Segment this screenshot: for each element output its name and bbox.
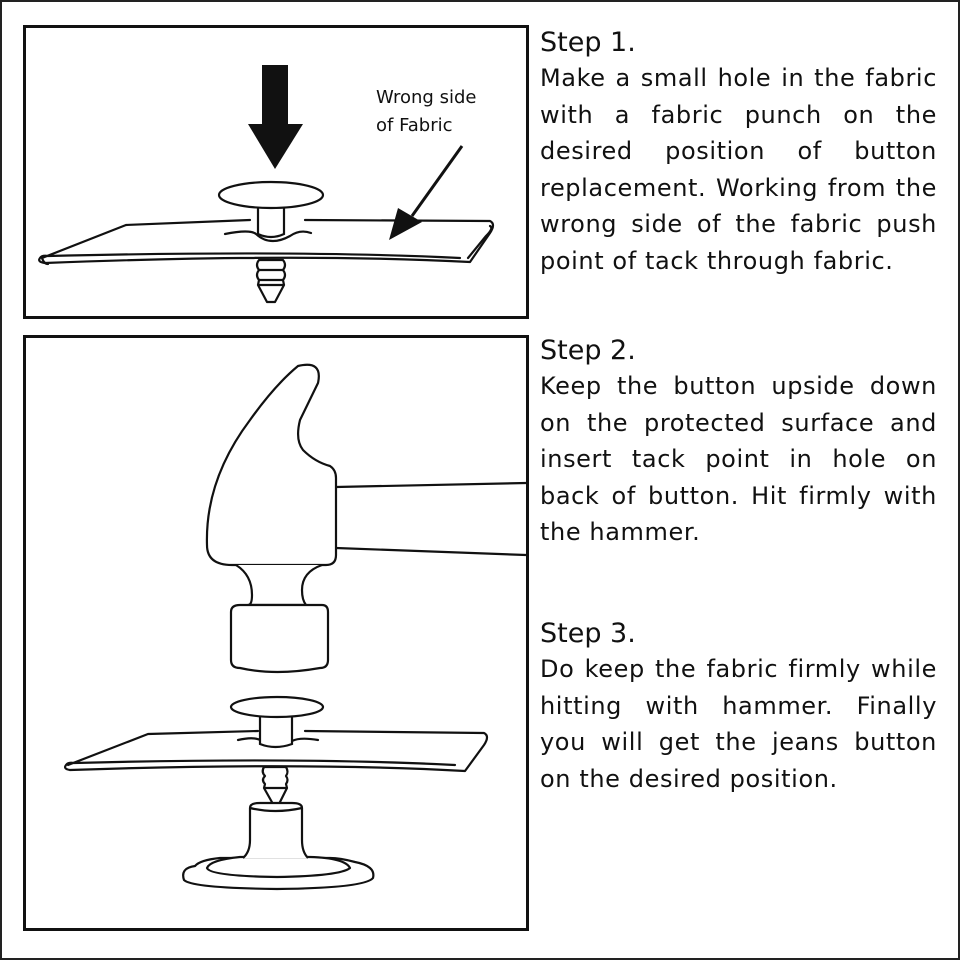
step-1-body: Make a small hole in the fabric with a f… bbox=[540, 64, 937, 275]
tack-through-fabric-illustration bbox=[38, 65, 495, 304]
hammer-handle-icon bbox=[335, 481, 526, 557]
callout-label-line1: Wrong side bbox=[376, 87, 477, 108]
tack-point-icon bbox=[261, 765, 289, 806]
button-head-icon bbox=[229, 695, 325, 749]
step-3-title: Step 3. bbox=[540, 618, 636, 649]
button-base-anvil-icon bbox=[182, 801, 375, 891]
step-2-title: Step 2. bbox=[540, 335, 636, 366]
step-1-section: Step 1. Make a small hole in the fabric … bbox=[540, 26, 937, 279]
step-3-section: Step 3. Do keep the fabric firmly while … bbox=[540, 617, 937, 797]
hammer-head-icon bbox=[205, 363, 338, 674]
step1-illustration-panel: Wrong side of Fabric bbox=[23, 25, 529, 319]
step-2-body: Keep the button upside down on the prote… bbox=[540, 372, 937, 546]
hammer-setting-illustration bbox=[64, 363, 526, 891]
fabric-sheet-icon bbox=[38, 218, 495, 266]
callout-label-line2: of Fabric bbox=[376, 115, 453, 136]
tack-point-icon bbox=[255, 258, 287, 304]
step-3-body: Do keep the fabric firmly while hitting … bbox=[540, 655, 937, 793]
down-arrow-icon bbox=[248, 65, 303, 169]
step-2-section: Step 2. Keep the button upside down on t… bbox=[540, 334, 937, 551]
tack-head-icon bbox=[217, 180, 325, 239]
step2-3-illustration-panel bbox=[23, 335, 529, 931]
step-1-title: Step 1. bbox=[540, 27, 636, 58]
callout-arrow-icon bbox=[389, 145, 464, 240]
